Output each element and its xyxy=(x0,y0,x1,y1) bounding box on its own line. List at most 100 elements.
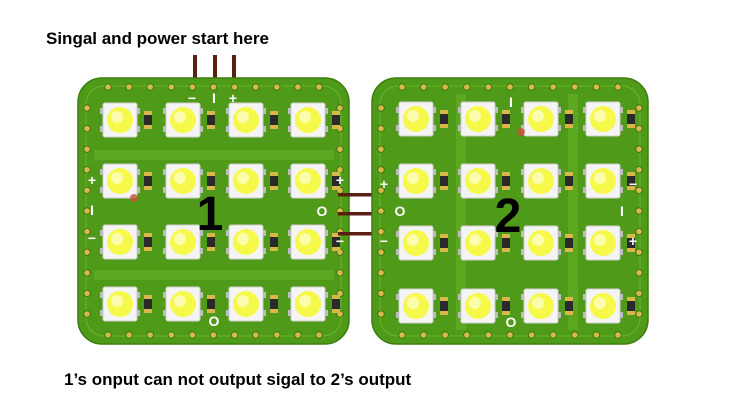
smd-resistor xyxy=(502,110,510,128)
led-highlight xyxy=(469,234,481,246)
led-lead xyxy=(495,125,498,131)
board-1-mark-top-pos: + xyxy=(229,90,237,106)
led-lead xyxy=(521,294,524,300)
edge-pad xyxy=(294,83,302,91)
led-lead xyxy=(583,249,586,255)
resistor-end xyxy=(144,111,152,115)
smd-resistor xyxy=(332,233,340,251)
led-4-1 xyxy=(396,288,436,324)
caption-signal-power-start: Singal and power start here xyxy=(46,29,269,48)
led-4-2 xyxy=(163,286,203,322)
resistor-body xyxy=(565,172,573,190)
led-lead xyxy=(558,249,561,255)
resistor-end xyxy=(144,172,152,176)
led-lead xyxy=(288,187,291,193)
led-highlight xyxy=(299,295,311,307)
edge-pad xyxy=(377,310,385,318)
led-lead xyxy=(521,107,524,113)
edge-pad xyxy=(635,125,643,133)
led-1-3 xyxy=(226,102,266,138)
led-lead xyxy=(163,108,166,114)
resistor-end xyxy=(332,125,340,129)
smd-resistor xyxy=(440,172,448,190)
board-2-mark-left-pos: + xyxy=(380,176,388,192)
board-2-mark-right-neg: − xyxy=(629,176,637,192)
led-lead xyxy=(433,249,436,255)
resistor-body xyxy=(332,111,340,129)
resistor-end xyxy=(502,248,510,252)
pcb-1-bus-1 xyxy=(94,150,334,160)
edge-pad xyxy=(377,207,385,215)
led-lead xyxy=(325,230,328,236)
edge-pad xyxy=(377,186,385,194)
led-3-3 xyxy=(226,224,266,260)
edge-pad xyxy=(83,248,91,256)
led-lead xyxy=(458,187,461,193)
led-lead xyxy=(226,169,229,175)
board-1-mark-left-in: I xyxy=(90,202,94,218)
smd-resistor xyxy=(627,110,635,128)
resistor-end xyxy=(144,233,152,237)
smd-resistor xyxy=(207,233,215,251)
resistor-end xyxy=(502,234,510,238)
pcb-board-2: 2 I + O − − I + O xyxy=(371,77,649,345)
edge-pad xyxy=(377,145,385,153)
edge-pad xyxy=(398,331,406,339)
led-4-4 xyxy=(288,286,328,322)
resistor-end xyxy=(144,125,152,129)
edge-pad xyxy=(104,83,112,91)
led-lead xyxy=(620,169,623,175)
led-lead xyxy=(226,126,229,132)
resistor-end xyxy=(440,248,448,252)
resistor-end xyxy=(627,311,635,315)
led-2-3 xyxy=(521,163,561,199)
board-2-mark-right-pos: + xyxy=(629,233,637,249)
resistor-end xyxy=(207,233,215,237)
led-2-3 xyxy=(226,163,266,199)
resistor-end xyxy=(270,186,278,190)
led-lead xyxy=(558,107,561,113)
bridge-wire-pos xyxy=(338,193,394,197)
led-lead xyxy=(137,126,140,132)
led-1-2 xyxy=(163,102,203,138)
edge-pad xyxy=(419,83,428,91)
resistor-end xyxy=(565,311,573,315)
led-lead xyxy=(200,187,203,193)
edge-pad xyxy=(188,331,196,339)
led-lead xyxy=(458,169,461,175)
led-lead xyxy=(396,187,399,193)
resistor-end xyxy=(144,247,152,251)
led-lead xyxy=(495,294,498,300)
led-lead xyxy=(137,292,140,298)
resistor-end xyxy=(565,297,573,301)
smd-resistor xyxy=(270,295,278,313)
edge-pad xyxy=(83,269,91,277)
edge-pad xyxy=(315,331,323,339)
led-lead xyxy=(433,312,436,318)
resistor-body xyxy=(207,295,215,313)
edge-pad xyxy=(463,83,471,91)
resistor-end xyxy=(440,234,448,238)
edge-pad xyxy=(614,331,622,339)
pcb-1-edge-pads xyxy=(83,83,344,339)
led-lead xyxy=(396,169,399,175)
resistor-end xyxy=(207,111,215,115)
led-lead xyxy=(325,292,328,298)
led-1-1 xyxy=(100,102,140,138)
edge-pad xyxy=(377,228,385,236)
resistor-end xyxy=(440,110,448,114)
resistor-end xyxy=(144,309,152,313)
led-highlight xyxy=(532,110,544,122)
smd-resistor xyxy=(332,295,340,313)
edge-pad xyxy=(549,331,557,339)
resistor-end xyxy=(207,247,215,251)
pcb-1-resistors xyxy=(130,111,340,313)
resistor-body xyxy=(440,297,448,315)
board-2-mark-top-in: I xyxy=(509,94,513,110)
led-highlight xyxy=(299,172,311,184)
resistor-end xyxy=(270,172,278,176)
led-4-1 xyxy=(100,286,140,322)
board-2-mark-left-out: O xyxy=(395,203,406,219)
resistor-body xyxy=(332,295,340,313)
smd-resistor xyxy=(565,172,573,190)
